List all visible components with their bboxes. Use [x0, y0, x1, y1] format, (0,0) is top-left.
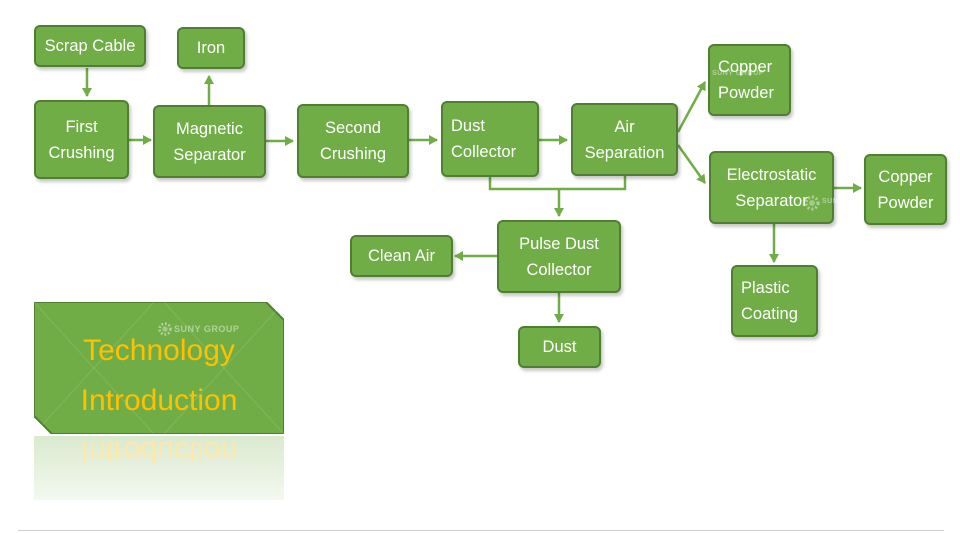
node-copper-powder-2-label: Copper Powder — [877, 167, 934, 212]
node-second-crushing: Second Crushing — [297, 104, 409, 178]
node-magnetic-separator: Magnetic Separator — [153, 105, 266, 178]
node-clean-air: Clean Air — [350, 235, 453, 277]
node-air-separation-label: Air Separation — [584, 117, 665, 162]
node-electrostatic-separator: Electrostatic Separator — [709, 151, 834, 224]
watermark-electrostatic: SUNY GROUP — [822, 198, 874, 205]
node-dust: Dust — [518, 326, 601, 368]
arrow-air-separation-to-electrostatic — [676, 144, 707, 184]
node-electrostatic-separator-label: Electrostatic Separator — [726, 165, 817, 210]
node-pulse-dust-collector-label: Pulse Dust Collector — [519, 234, 599, 279]
node-dust-label: Dust — [542, 338, 577, 356]
node-first-crushing-label: First Crushing — [48, 117, 115, 162]
node-copper-powder-1-label: Copper Powder — [718, 58, 774, 102]
technology-introduction-panel: SUNY GROUP Technology Introduction — [34, 302, 284, 434]
node-copper-powder-2: Copper Powder — [864, 154, 947, 225]
node-clean-air-label: Clean Air — [368, 247, 435, 265]
panel-reflection: Introduction — [34, 436, 284, 500]
watermark-copper-powder-1: SUNY GROUP — [712, 70, 764, 77]
watermark-panel: SUNY GROUP — [174, 324, 240, 334]
panel-reflection-text: Introduction — [80, 436, 238, 468]
node-scrap-cable-label: Scrap Cable — [44, 37, 136, 55]
node-magnetic-separator-label: Magnetic Separator — [173, 119, 246, 164]
node-dust-collector: Dust Collector — [441, 101, 539, 177]
node-air-separation: Air Separation — [571, 103, 678, 176]
node-iron: Iron — [177, 27, 245, 69]
node-scrap-cable: Scrap Cable — [34, 25, 146, 67]
node-plastic-coating: Plastic Coating — [731, 265, 818, 337]
node-dust-collector-label: Dust Collector — [451, 117, 517, 161]
watermark-gear-icon — [804, 195, 820, 211]
technology-introduction-title: Technology Introduction — [80, 334, 238, 417]
node-copper-powder-1: Copper Powder — [708, 44, 791, 116]
arrow-dust-collectors-to-pulse — [488, 176, 627, 191]
node-pulse-dust-collector: Pulse Dust Collector — [497, 220, 621, 293]
watermark-gear-icon — [158, 322, 172, 336]
node-second-crushing-label: Second Crushing — [319, 119, 387, 163]
node-first-crushing: First Crushing — [34, 100, 129, 179]
panel-background — [34, 302, 284, 434]
arrow-air-separation-to-copper-powder — [676, 81, 707, 133]
node-iron-label: Iron — [196, 39, 226, 57]
node-plastic-coating-label: Plastic Coating — [741, 279, 798, 323]
bottom-divider — [18, 530, 944, 531]
